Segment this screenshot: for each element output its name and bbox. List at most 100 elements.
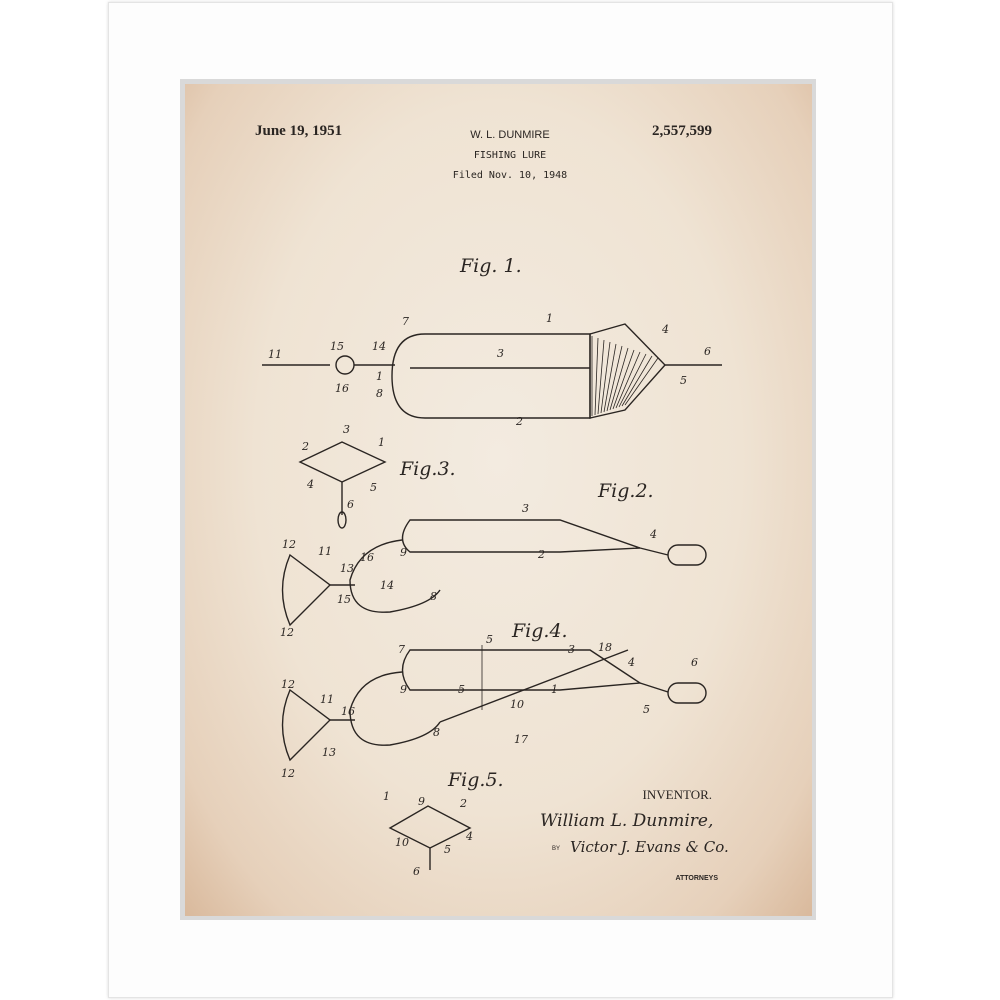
fig1-callout: 1	[376, 370, 383, 383]
fig4-callout: 5	[486, 633, 493, 646]
fig4-callout: 16	[341, 705, 355, 718]
fig1-hatch-line	[603, 343, 617, 413]
fig2-title: Fig.2.	[597, 480, 654, 502]
inventor-short: W. L. DUNMIRE	[470, 129, 549, 141]
fig4-callout: 10	[510, 698, 524, 711]
fig4-title: Fig.4.	[511, 620, 568, 642]
fig2-hook	[349, 539, 441, 613]
figure-5: Fig.5. 1 9 2 10 5 4 6	[383, 769, 504, 878]
fig4-hook	[349, 671, 441, 746]
fig4-callout: 7	[398, 643, 405, 656]
fig1-callout: 6	[704, 345, 711, 358]
fig1-ring	[335, 355, 355, 375]
fig3-callout: 6	[347, 498, 354, 511]
fig1-callout: 11	[268, 348, 282, 361]
fig2-callout: 9	[400, 546, 407, 559]
fig1-hatch-line	[597, 339, 605, 415]
fig2-callout: 12	[280, 626, 294, 639]
fig4-blade	[281, 688, 332, 762]
inventor-signature: William L. Dunmire,	[540, 811, 713, 831]
fig1-hatch-line	[618, 353, 647, 408]
patent-date: June 19, 1951	[255, 123, 342, 139]
fig1-hatch-line	[594, 337, 599, 416]
fig4-callout: 3	[568, 643, 575, 656]
fig4-callout: 12	[281, 678, 295, 691]
by-label: BY	[552, 846, 560, 852]
patent-print	[185, 84, 812, 916]
fig3-callout: 4	[306, 478, 314, 491]
fig2-callout: 8	[430, 590, 437, 603]
fig1-callout: 16	[335, 382, 349, 395]
fig5-callout: 10	[395, 836, 409, 849]
fig4-callout: 17	[514, 733, 528, 746]
fig4-callout: 6	[691, 656, 698, 669]
fig1-title: Fig. 1.	[459, 255, 522, 277]
fig1-hatch-line	[609, 347, 629, 411]
fig2-callout: 15	[337, 593, 351, 606]
fig2-callout: 12	[282, 538, 296, 551]
fig3-callout: 2	[301, 440, 309, 453]
fig4-callout: 12	[281, 767, 295, 780]
fig5-callout: 6	[413, 865, 420, 878]
fig1-hatch-line	[600, 341, 611, 414]
fig2-blade	[281, 553, 332, 627]
fig3-callout: 3	[343, 423, 350, 436]
fig5-callout: 2	[459, 797, 467, 810]
fig1-body	[391, 333, 591, 419]
signature-block: INVENTOR. William L. Dunmire, BY Victor …	[540, 787, 729, 882]
fig5-title: Fig.5.	[447, 769, 504, 791]
fig4-callout: 18	[598, 641, 612, 654]
fig1-callout: 1	[546, 312, 553, 325]
fig4-callout: 1	[551, 683, 558, 696]
patent-number: 2,557,599	[652, 123, 712, 139]
fig2-callout: 11	[318, 545, 332, 558]
fig5-callout: 4	[465, 830, 473, 843]
fig4-callout: 9	[400, 683, 407, 696]
fig4-callout: 4	[627, 656, 635, 669]
fig4-body	[401, 649, 643, 691]
fig2-callout: 2	[537, 548, 545, 561]
fig4-ring	[667, 682, 707, 704]
fig2-wire	[639, 547, 669, 556]
fig4-callout: 11	[320, 693, 334, 706]
fig5-callout: 5	[444, 843, 451, 856]
figure-4: Fig.4. 5 18 3 4 6 5 7 9 10 1 5 11 12 16 13 8 17 12	[281, 620, 707, 780]
fig5-callout: 9	[418, 795, 425, 808]
fig4-wire	[639, 682, 669, 693]
fig3-callout: 1	[378, 436, 385, 449]
fig3-eye	[337, 511, 347, 529]
fig1-callout: 7	[402, 315, 409, 328]
fig1-callout: 15	[330, 340, 344, 353]
fig1-hatch-line	[615, 351, 641, 409]
fig4-spine	[439, 649, 629, 723]
fig4-callout: 8	[433, 726, 440, 739]
filed-date: Filed Nov. 10, 1948	[453, 170, 567, 181]
attorney-signature: Victor J. Evans & Co.	[570, 838, 729, 856]
fig1-hatch-line	[621, 355, 653, 407]
fig3-title: Fig.3.	[399, 458, 456, 480]
fig1-callout: 4	[661, 323, 669, 336]
fig1-callout: 14	[372, 340, 386, 353]
fig1-face	[589, 323, 666, 419]
fig5-callout: 1	[383, 790, 390, 803]
fig2-callout: 16	[360, 551, 374, 564]
fig3-callout: 5	[370, 481, 377, 494]
fig2-callout: 3	[522, 502, 529, 515]
figure-3: Fig.3. 2 3 1 4 5 6	[298, 423, 456, 529]
fig3-body	[298, 441, 387, 483]
fig1-hatch-line	[624, 357, 659, 406]
patent-title: FISHING LURE	[474, 150, 546, 161]
fig4-callout: 5	[643, 703, 650, 716]
fig1-hatch-line	[606, 345, 623, 412]
fig4-callout: 5	[458, 683, 465, 696]
attorneys-label: ATTORNEYS	[675, 875, 718, 882]
fig2-callout: 13	[340, 562, 354, 575]
fig2-body	[401, 519, 641, 553]
fig1-callout: 2	[515, 415, 523, 428]
fig1-callout: 3	[497, 347, 504, 360]
fig4-callout: 13	[322, 746, 336, 759]
fig1-hatch-line	[612, 349, 635, 410]
